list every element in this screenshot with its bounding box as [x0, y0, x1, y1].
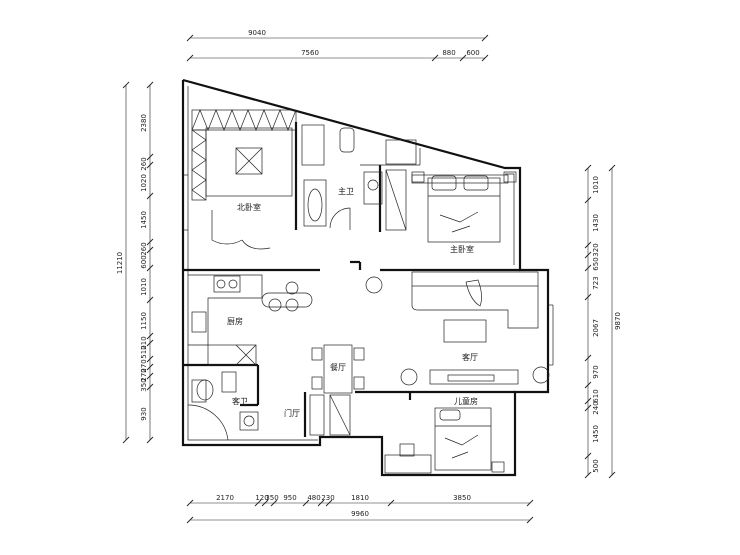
bottom-seg-2: 120	[255, 494, 268, 502]
top-total-dim: 9040	[248, 29, 266, 37]
bottom-seg-7: 1810	[351, 494, 369, 502]
dining-furniture	[311, 344, 365, 394]
left-seg-11: 270	[140, 359, 148, 372]
room-label-guest-bath: 客卫	[232, 396, 248, 406]
living-room-furniture	[365, 271, 550, 386]
top-dimensions: 9040 7560 880 600	[186, 29, 489, 62]
right-seg-1: 1010	[592, 176, 600, 194]
right-seg-9: 240	[592, 401, 600, 414]
right-seg-11: 500	[592, 459, 600, 472]
top-seg-3: 600	[466, 49, 479, 57]
right-seg-8: 610	[592, 389, 600, 402]
room-label-north-bedroom: 北卧室	[237, 202, 261, 212]
left-seg-7: 1010	[140, 278, 148, 296]
left-total-dim: 11210	[116, 252, 124, 274]
interior-walls	[183, 122, 520, 437]
bottom-seg-8: 3850	[453, 494, 471, 502]
room-label-foyer: 门厅	[284, 408, 300, 418]
right-seg-7: 970	[592, 365, 600, 378]
bottom-seg-3: 350	[265, 494, 278, 502]
right-seg-4: 650	[592, 257, 600, 270]
kitchen-fixtures	[188, 274, 313, 366]
bottom-total-dim: 9960	[351, 510, 369, 518]
left-seg-10: 510	[140, 345, 148, 358]
room-label-master-bedroom: 主卧室	[450, 244, 474, 254]
room-label-kitchen: 厨房	[227, 316, 243, 326]
right-seg-2: 1430	[592, 214, 600, 232]
left-seg-5: 260	[140, 242, 148, 255]
room-label-kids-room: 儿童房	[454, 396, 478, 406]
room-label-dining-room: 餐厅	[330, 363, 346, 372]
right-seg-3: 320	[592, 243, 600, 256]
left-seg-6: 600	[140, 255, 148, 268]
bottom-seg-1: 2170	[216, 494, 234, 502]
bottom-dimensions: 2170 120 350 950 480 230 1810 3850 9960	[186, 494, 534, 524]
top-seg-1: 7560	[301, 49, 319, 57]
right-seg-6: 2067	[592, 319, 600, 337]
guest-bath-fixtures	[187, 371, 259, 441]
bottom-seg-4: 950	[283, 494, 296, 502]
bottom-seg-5: 480	[307, 494, 320, 502]
left-seg-2: 260	[140, 157, 148, 170]
master-bath-fixtures	[301, 124, 417, 231]
right-dimensions: 1010 1430 320 650 723 2067 970 610 240 1…	[584, 164, 622, 479]
bottom-seg-6: 230	[321, 494, 334, 502]
top-seg-2: 880	[442, 49, 455, 57]
left-seg-1: 2380	[140, 114, 148, 132]
right-total-dim: 9870	[614, 312, 622, 330]
room-label-living-room: 客厅	[462, 352, 478, 362]
left-seg-14: 930	[140, 407, 148, 420]
master-bedroom-furniture	[411, 171, 517, 243]
left-dimensions: 11210 2380 260 1020 1450 260 600 1010 11…	[116, 81, 154, 444]
left-seg-12: 270	[140, 368, 148, 381]
right-seg-5: 723	[592, 276, 600, 289]
left-seg-4: 1450	[140, 211, 148, 229]
left-seg-13: 350	[140, 378, 148, 391]
right-seg-10: 1450	[592, 425, 600, 443]
north-bedroom-furniture	[191, 109, 297, 250]
room-label-master-bath: 主卫	[338, 186, 354, 196]
left-seg-3: 1020	[140, 174, 148, 192]
kids-room-furniture	[384, 407, 505, 474]
left-seg-9: 210	[140, 336, 148, 349]
foyer-fixtures	[309, 394, 351, 436]
outer-walls	[181, 78, 554, 477]
left-seg-8: 1150	[140, 312, 148, 330]
